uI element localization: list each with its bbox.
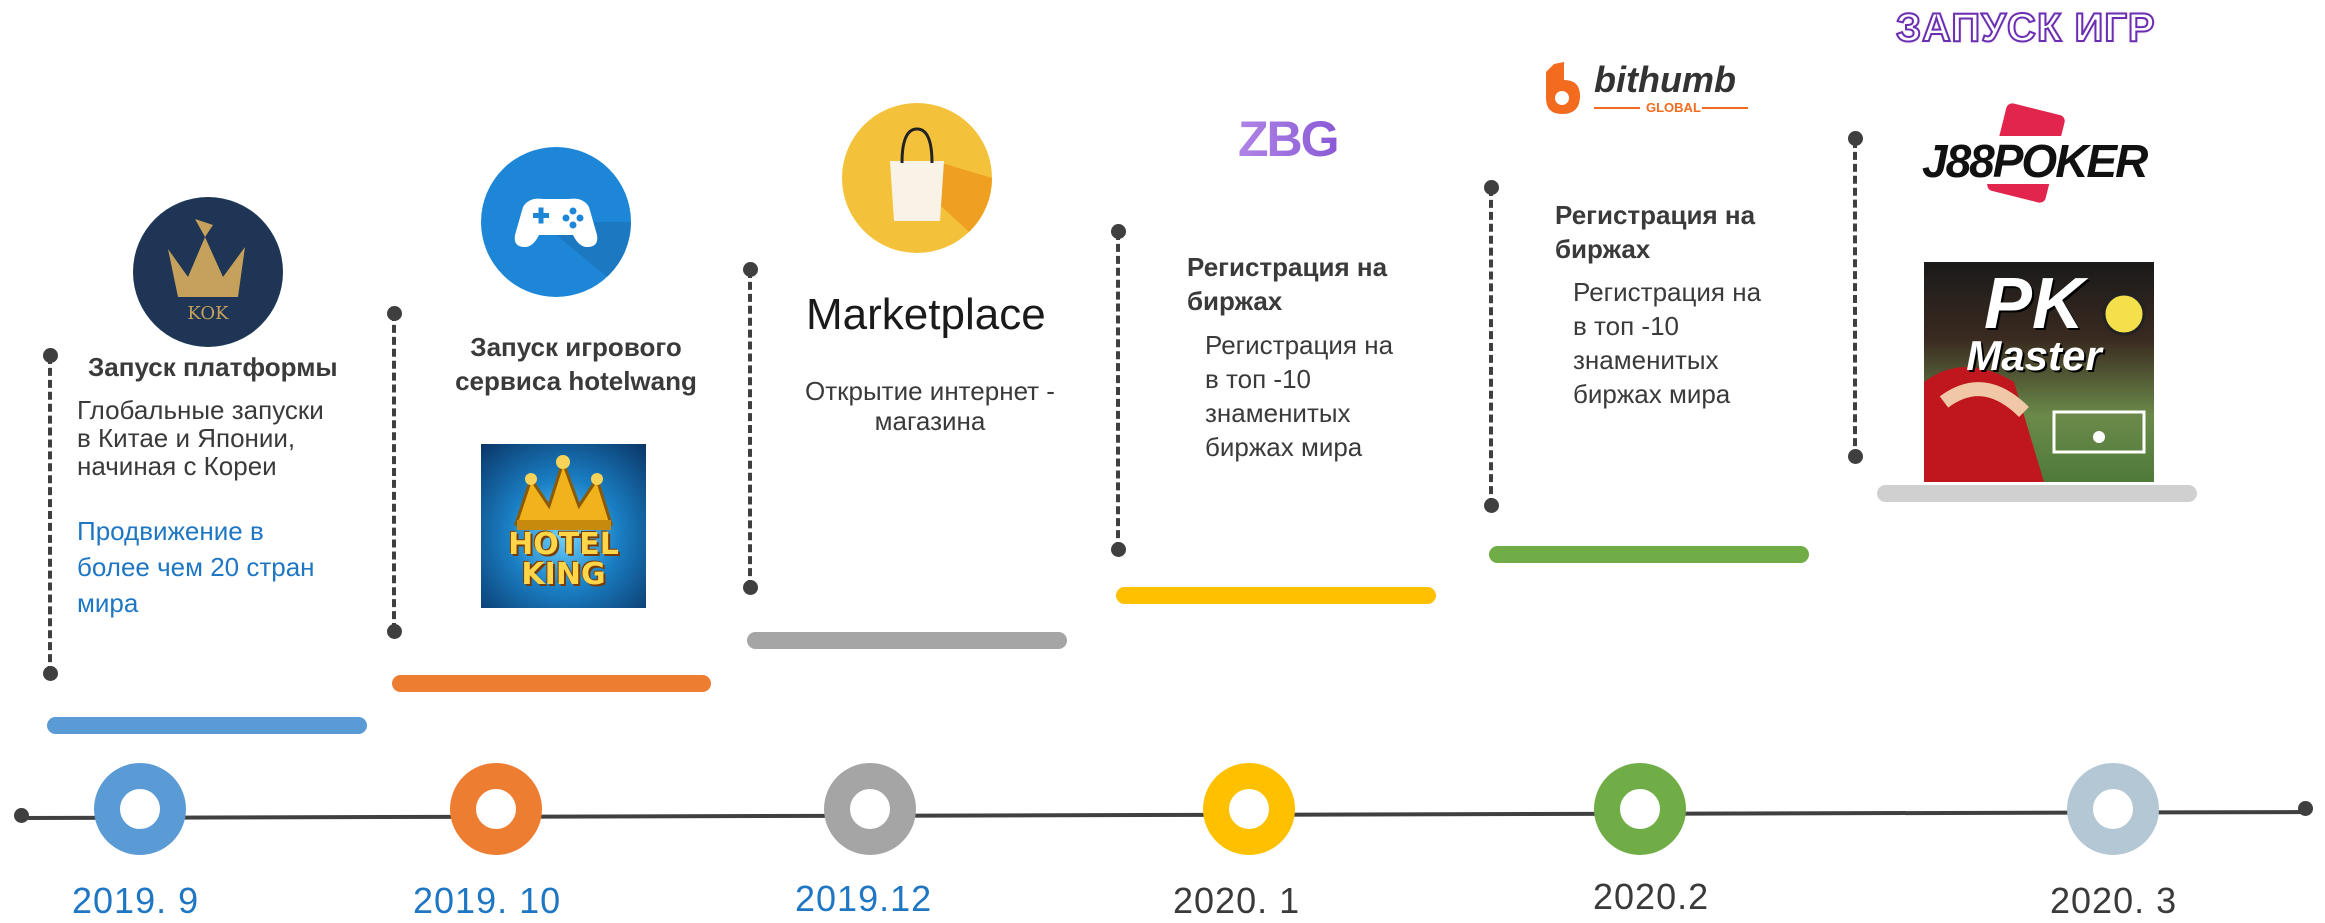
- milestone-ring-2019-9: [94, 763, 186, 855]
- milestone-body: Открытие интернет - магазина: [780, 376, 1080, 436]
- date-label: 2020. 3: [2050, 880, 2178, 921]
- milestone-bar-2020-2: [1489, 546, 1809, 563]
- milestone-title: Регистрация на биржах: [1555, 198, 1755, 266]
- milestone-highlight: Продвижение в более чем 20 стран мира: [77, 513, 315, 621]
- milestone-ring-2020-2: [1594, 763, 1686, 855]
- body-line: в топ -10: [1205, 364, 1311, 394]
- connector-dot: [387, 624, 402, 639]
- connector-dot: [387, 306, 402, 321]
- milestone-title: Регистрация на биржах: [1187, 250, 1387, 318]
- pk-master-game-image: PK Master: [1924, 262, 2154, 482]
- date-label: 2020. 1: [1173, 880, 1301, 921]
- connector-dot: [743, 580, 758, 595]
- milestone-body: Глобальные запуски в Китае и Японии, нач…: [77, 396, 324, 480]
- connector-dot: [1484, 498, 1499, 513]
- milestone-ring-2019-10: [450, 763, 542, 855]
- connector-line: [748, 270, 752, 588]
- milestone-body: Регистрация на в топ -10 знаменитых бирж…: [1573, 275, 1761, 411]
- date-label: 2019.12: [795, 878, 933, 919]
- connector-dot: [1848, 131, 1863, 146]
- body-line: Регистрация на: [1573, 277, 1762, 307]
- body-line: Регистрация на: [1205, 330, 1394, 360]
- body-line: биржах мира: [1573, 379, 1731, 409]
- highlight-line: мира: [77, 588, 139, 618]
- body-line: знаменитых: [1205, 398, 1351, 428]
- gamepad-logo: [481, 147, 631, 297]
- soccer-player-icon: [1924, 292, 2146, 482]
- date-label: 2019. 9: [72, 880, 200, 921]
- body-line: знаменитых: [1573, 345, 1719, 375]
- milestone-bar-2019-12: [747, 632, 1067, 649]
- poker-card-icon: [1902, 103, 2121, 203]
- title-line: Запуск игрового: [470, 332, 682, 362]
- date-label: 2019. 10: [413, 880, 562, 921]
- shopping-logo: [842, 103, 992, 253]
- zbg-logo: ZBG: [1238, 112, 1340, 164]
- body-line: начиная с Кореи: [77, 451, 277, 481]
- connector-line: [1489, 188, 1493, 506]
- body-line: биржах мира: [1205, 432, 1363, 462]
- axis-start-dot: [14, 808, 29, 823]
- milestone-ring-2019-12: [824, 763, 916, 855]
- bithumb-logo: bithumb GLOBAL: [1546, 59, 1748, 115]
- milestone-bar-2019-10: [392, 675, 711, 692]
- shopping-bag-icon: [890, 127, 992, 253]
- title-line: сервиса hotelwang: [455, 366, 697, 396]
- connector-dot: [1111, 224, 1126, 239]
- pk-master-text: PK Master: [1934, 264, 2134, 379]
- j88poker-text: J88POKER: [1922, 135, 2148, 187]
- milestone-bar-2019-9: [47, 717, 367, 734]
- timeline-axis: [19, 810, 2311, 820]
- kok-logo-text: KOK: [187, 303, 229, 324]
- games-heading: ЗАПУСК ИГР: [1895, 5, 2156, 51]
- title-line: биржах: [1187, 286, 1283, 316]
- body-line: в топ -10: [1573, 311, 1679, 341]
- kok-logo: KOK: [133, 197, 283, 347]
- hotel-king-line: HOTEL: [508, 527, 619, 562]
- milestone-ring-2020-3: [2067, 763, 2159, 855]
- connector-line: [392, 313, 396, 631]
- bithumb-logo-text: bithumb: [1594, 59, 1736, 100]
- body-line: магазина: [874, 406, 986, 436]
- master-line: Master: [1966, 332, 2102, 379]
- connector-dot: [43, 348, 58, 363]
- body-line: в Китае и Японии,: [77, 423, 296, 453]
- milestone-bar-2020-3: [1877, 485, 2197, 502]
- milestone-title: Marketplace: [806, 290, 1046, 339]
- pk-line: PK: [1983, 264, 2085, 344]
- milestone-title: Запуск платформы: [88, 352, 338, 382]
- axis-end-dot: [2298, 801, 2313, 816]
- connector-dot: [743, 262, 758, 277]
- connector-line: [1853, 140, 1857, 458]
- crown-icon: [168, 219, 245, 297]
- king-crown-icon: [513, 455, 614, 530]
- highlight-line: более чем 20 стран: [77, 552, 315, 582]
- connector-line: [48, 356, 52, 674]
- hotel-king-line: KING: [521, 557, 606, 592]
- date-label: 2020.2: [1593, 876, 1710, 917]
- connector-line: [1116, 232, 1120, 550]
- highlight-line: Продвижение в: [77, 516, 264, 546]
- title-line: Регистрация на: [1187, 252, 1388, 282]
- hotel-king-text: HOTEL KING: [481, 530, 646, 590]
- hotel-king-game-image: HOTEL KING: [481, 444, 646, 608]
- body-line: Открытие интернет -: [805, 376, 1055, 406]
- milestone-ring-2020-1: [1203, 763, 1295, 855]
- milestone-body: Регистрация на в топ -10 знаменитых бирж…: [1205, 328, 1393, 464]
- j88poker-logo: J88POKER: [1902, 100, 2148, 220]
- zbg-logo-text: ZBG: [1238, 112, 1338, 164]
- milestone-bar-2020-1: [1116, 587, 1436, 604]
- connector-dot: [1848, 449, 1863, 464]
- bithumb-logo-sub: GLOBAL: [1646, 100, 1701, 115]
- milestone-title: Запуск игрового сервиса hotelwang: [436, 330, 716, 398]
- title-line: Регистрация на: [1555, 200, 1756, 230]
- connector-dot: [1484, 180, 1499, 195]
- connector-dot: [43, 666, 58, 681]
- connector-dot: [1111, 542, 1126, 557]
- gamepad-icon: [514, 198, 631, 297]
- body-line: Глобальные запуски: [77, 395, 324, 425]
- title-line: биржах: [1555, 234, 1651, 264]
